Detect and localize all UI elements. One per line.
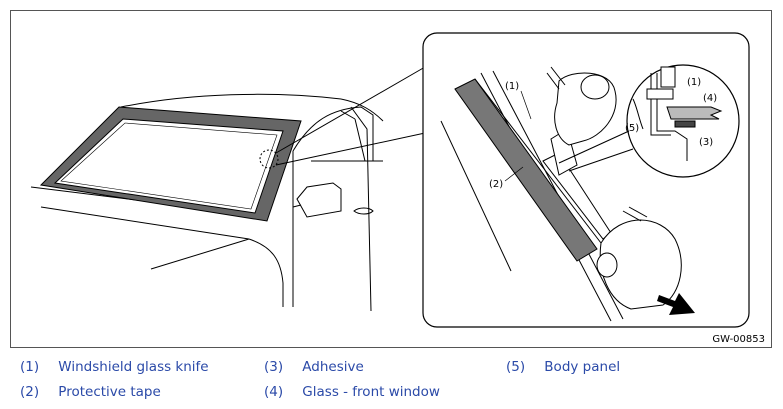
- legend-label: Adhesive: [302, 359, 364, 375]
- legend-label: Glass - front window: [302, 384, 440, 400]
- callout-knife-inset: (1): [687, 77, 701, 88]
- legend-number: (3): [264, 359, 284, 375]
- pull-direction-arrow: [657, 293, 695, 315]
- detail-drawing: [440, 66, 682, 322]
- figure-id: GW-00853: [712, 334, 765, 345]
- legend-label: Protective tape: [58, 384, 161, 400]
- legend-number: (5): [506, 359, 526, 375]
- legend-item-3: (3) Adhesive: [264, 359, 364, 375]
- zoom-leader-lines: [275, 66, 426, 166]
- callout-body-panel: (5): [625, 123, 639, 134]
- legend-label: Windshield glass knife: [58, 359, 209, 375]
- car-outline: [30, 93, 384, 312]
- callout-glass: (4): [703, 93, 717, 104]
- legend-item-1: (1) Windshield glass knife: [20, 359, 209, 375]
- legend-number: (4): [264, 384, 284, 400]
- detail-circle: [259, 149, 279, 169]
- callout-knife-main: (1): [505, 81, 519, 92]
- legend-number: (1): [20, 359, 40, 375]
- figure-frame: (1) (2) (1) (4) (5) (3) GW-00853: [10, 10, 772, 348]
- legend-item-4: (4) Glass - front window: [264, 384, 440, 400]
- legend-label: Body panel: [544, 359, 621, 375]
- windshield-removal-illustration: (1) (2) (1) (4) (5) (3): [30, 32, 750, 328]
- legend-item-5: (5) Body panel: [506, 359, 620, 375]
- legend-number: (2): [20, 384, 40, 400]
- section-inset: [558, 64, 740, 178]
- callout-adhesive: (3): [699, 137, 713, 148]
- windshield: [39, 106, 302, 222]
- callout-tape: (2): [489, 179, 503, 190]
- legend-item-2: (2) Protective tape: [20, 384, 161, 400]
